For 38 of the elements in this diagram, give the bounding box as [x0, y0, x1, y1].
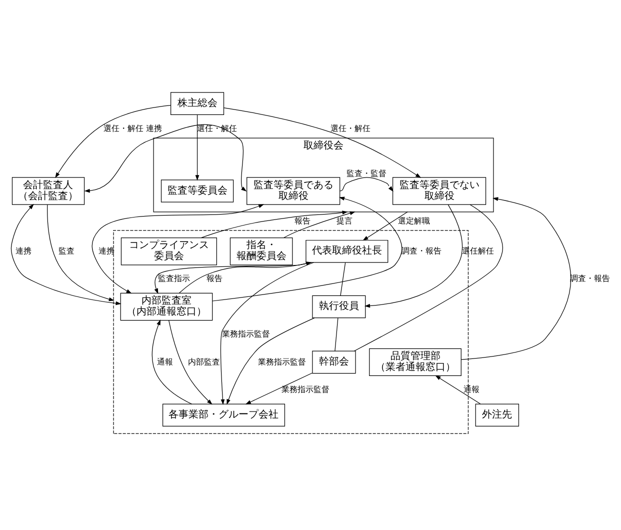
arrow — [212, 196, 402, 301]
node-box: 品質管理部（業者通報窓口） — [369, 348, 462, 376]
node-box: 指名・報酬委員会 — [230, 236, 293, 265]
arrow — [283, 210, 356, 238]
connector — [354, 204, 504, 351]
arrow — [178, 261, 312, 293]
arrow — [154, 262, 312, 294]
connector — [334, 317, 338, 351]
arrow — [220, 262, 314, 404]
arrow — [47, 204, 114, 301]
arrow — [84, 124, 247, 192]
arrow — [435, 374, 481, 404]
node-box: 株主総会 — [170, 92, 224, 114]
node-box: 各事業部・グループ会社 — [162, 403, 286, 426]
arrow — [364, 204, 463, 308]
arrow — [460, 196, 572, 360]
node-box: 内部監査室（内部通報窓口） — [120, 292, 213, 320]
arrow — [55, 104, 172, 178]
node-box: 執行役員 — [312, 294, 366, 318]
arrow — [92, 204, 264, 294]
arrow — [152, 319, 192, 404]
arrow — [362, 211, 408, 240]
arrow — [340, 176, 394, 192]
node-box: コンプライアンス委員会 — [120, 236, 217, 265]
node-box: 会計監査人（会計監査） — [12, 176, 85, 204]
arrow — [224, 106, 422, 178]
node-box: 監査等委員会 — [160, 179, 234, 202]
node-box: 代表取締役社長 — [306, 239, 388, 262]
node-box: 監査等委員でない取締役 — [392, 176, 486, 204]
node-box: 監査等委員である取締役 — [246, 176, 340, 204]
node-box: 幹部会 — [312, 350, 356, 374]
connector — [340, 262, 346, 296]
arrow — [226, 317, 315, 404]
arrow — [245, 372, 313, 404]
arrow — [168, 320, 212, 404]
node-box: 外注先 — [475, 403, 520, 426]
arrow — [10, 203, 122, 305]
arrow — [195, 114, 200, 180]
